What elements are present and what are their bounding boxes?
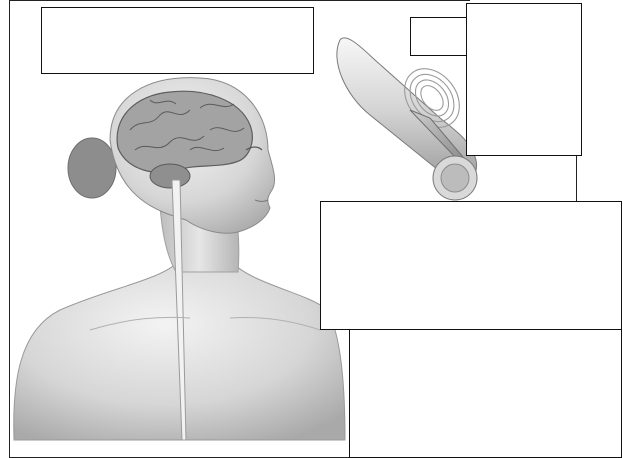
label-box-right-tall[interactable] xyxy=(466,3,582,156)
label-box-bottom-right[interactable] xyxy=(349,329,622,458)
brain-shape xyxy=(117,91,252,172)
cerebellum xyxy=(150,164,190,188)
nerve-fiber-illustration xyxy=(337,38,477,200)
connector-line xyxy=(576,156,577,202)
label-box-middle-right[interactable] xyxy=(320,201,622,330)
label-box-top-left[interactable] xyxy=(41,7,314,74)
hair-bun xyxy=(68,138,116,198)
